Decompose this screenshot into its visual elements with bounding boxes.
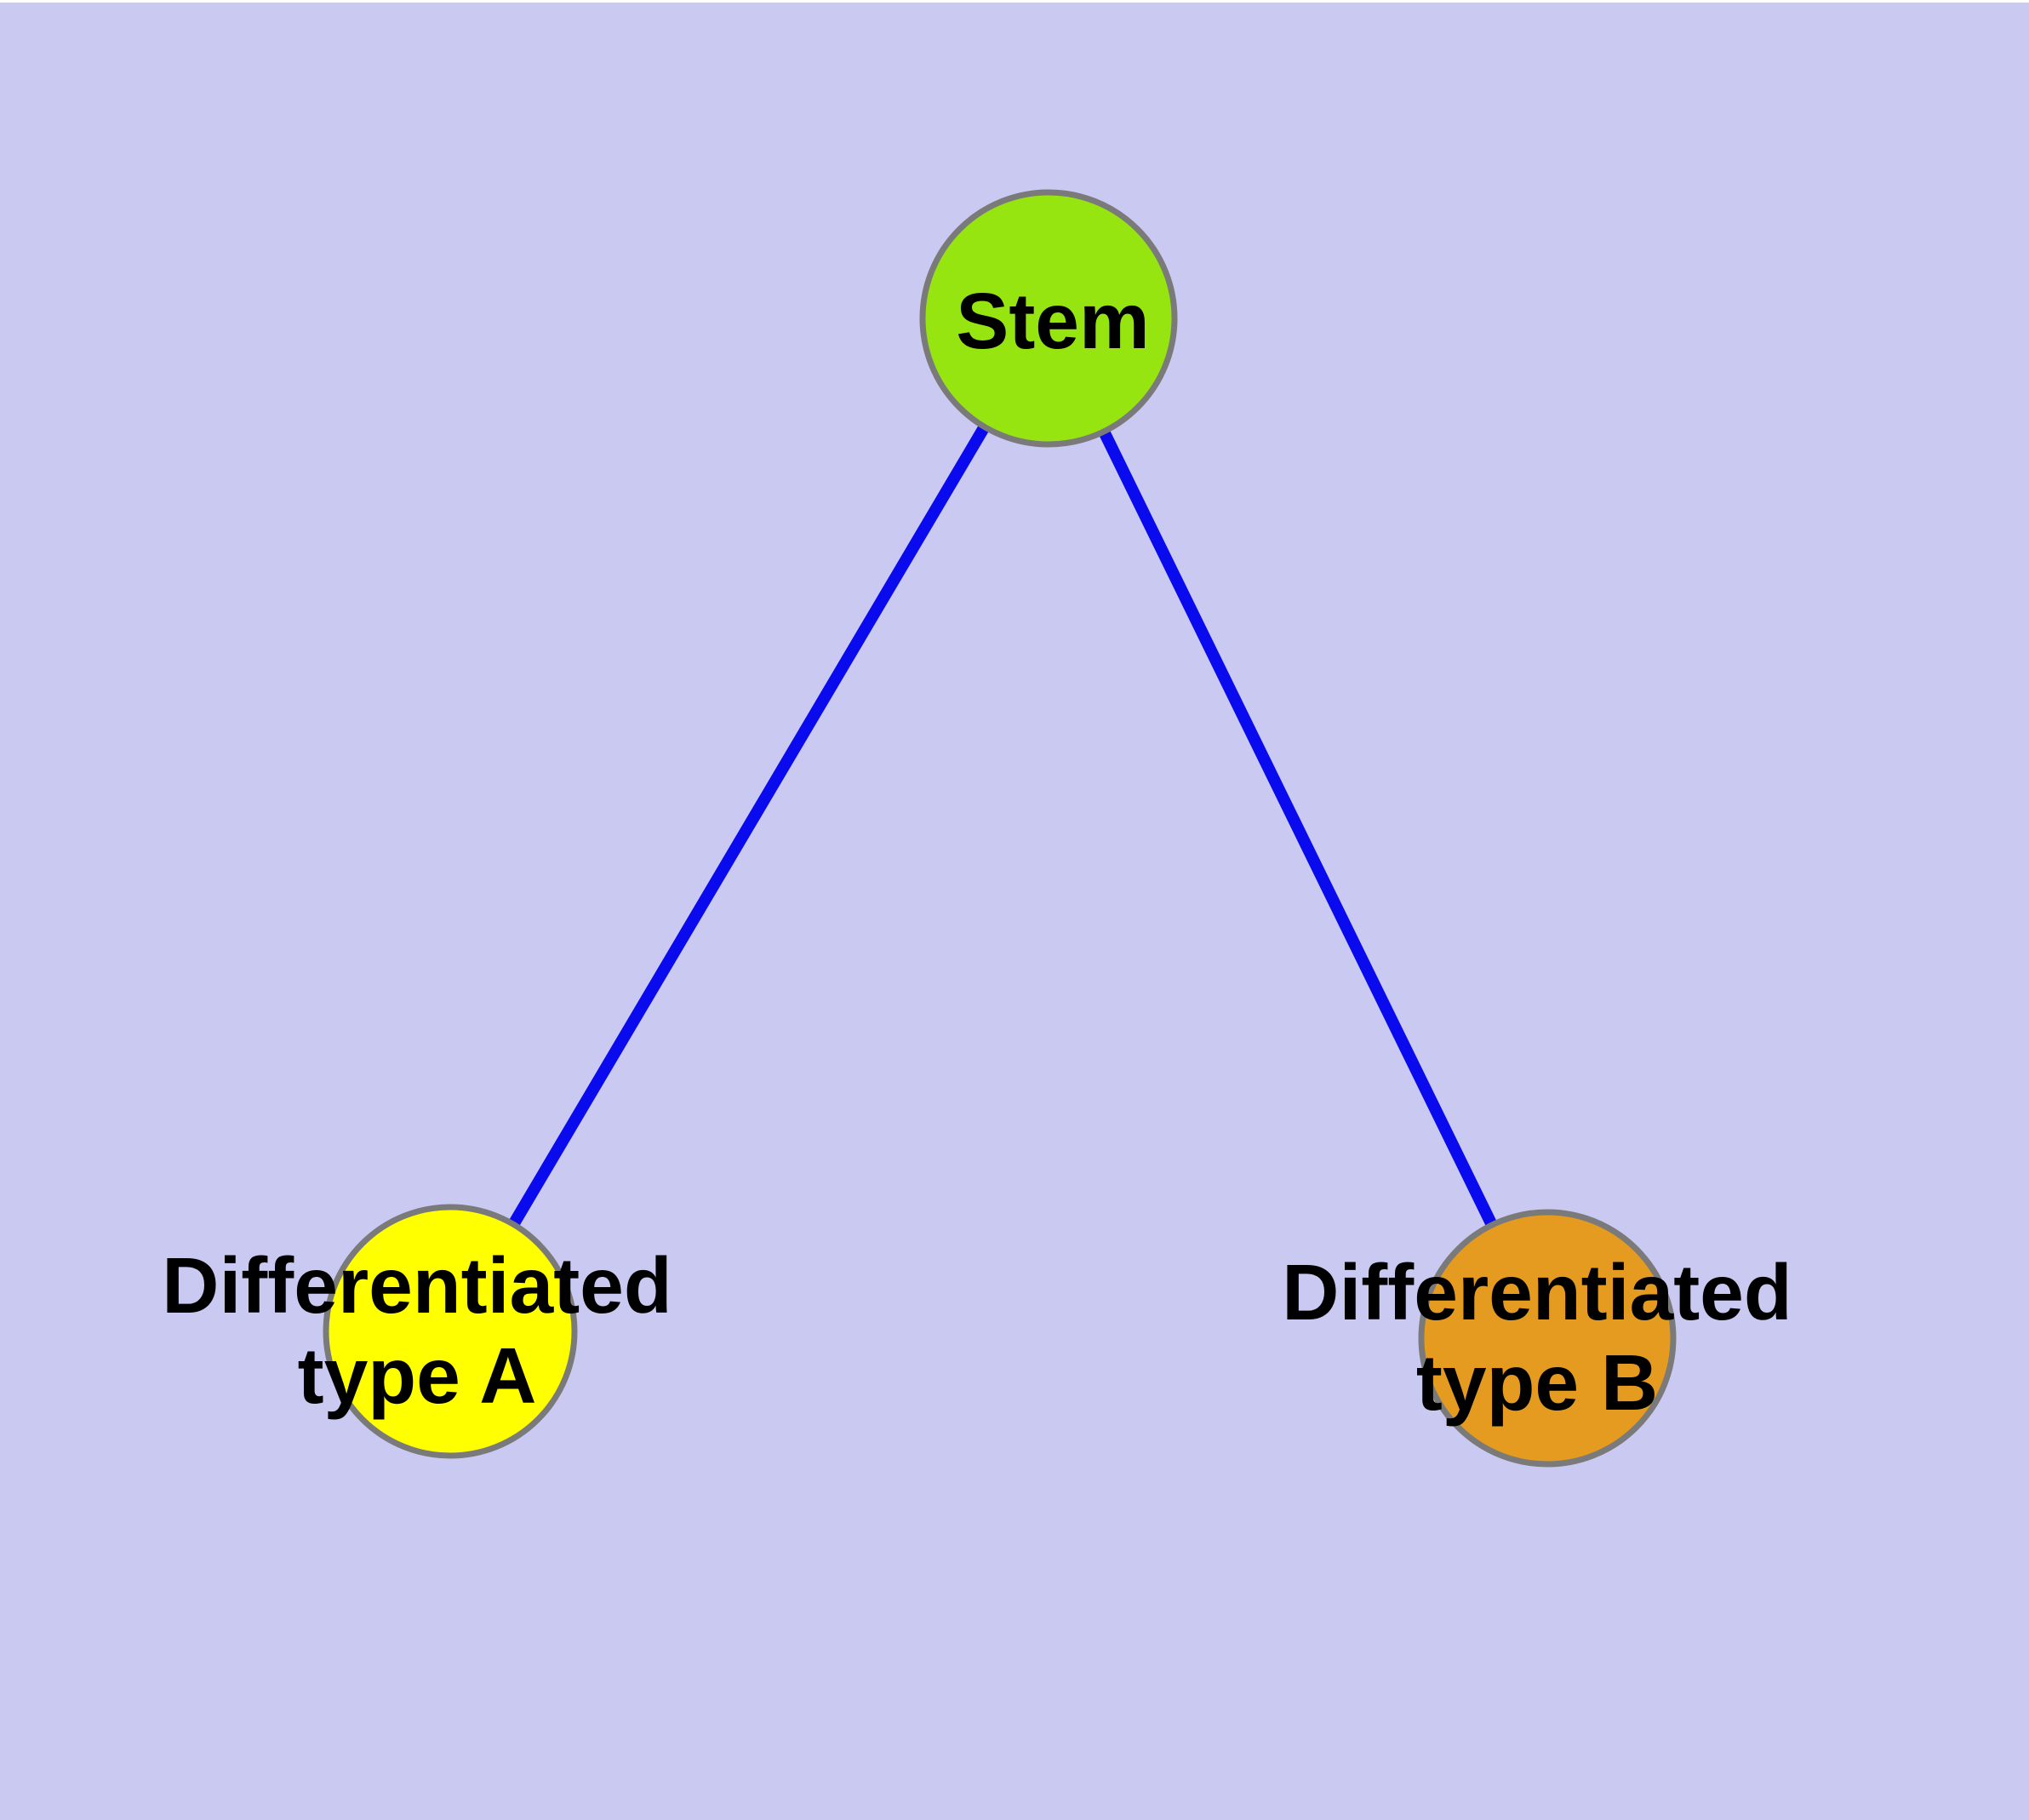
- edge-stem-to-type-a: [444, 315, 1055, 1335]
- node-label-type-b: Differentiated type B: [1282, 1247, 1792, 1428]
- node-type-b-circle: [1418, 1209, 1677, 1468]
- node-label-type-b-line2: type B: [1415, 1338, 1659, 1427]
- node-label-stem: Stem: [956, 276, 1149, 366]
- node-label-stem-line1: Stem: [956, 277, 1150, 365]
- node-label-type-a-line2: type A: [297, 1331, 537, 1420]
- top-edge-highlight: [0, 0, 2029, 3]
- edge-stem-to-type-b: [1043, 315, 1553, 1342]
- node-type-a-circle: [323, 1204, 578, 1459]
- node-label-type-a-line1: Differentiated: [162, 1241, 672, 1330]
- node-label-type-b-line1: Differentiated: [1282, 1248, 1792, 1336]
- node-stem-circle: [919, 189, 1178, 448]
- node-label-type-a: Differentiated type A: [162, 1240, 672, 1421]
